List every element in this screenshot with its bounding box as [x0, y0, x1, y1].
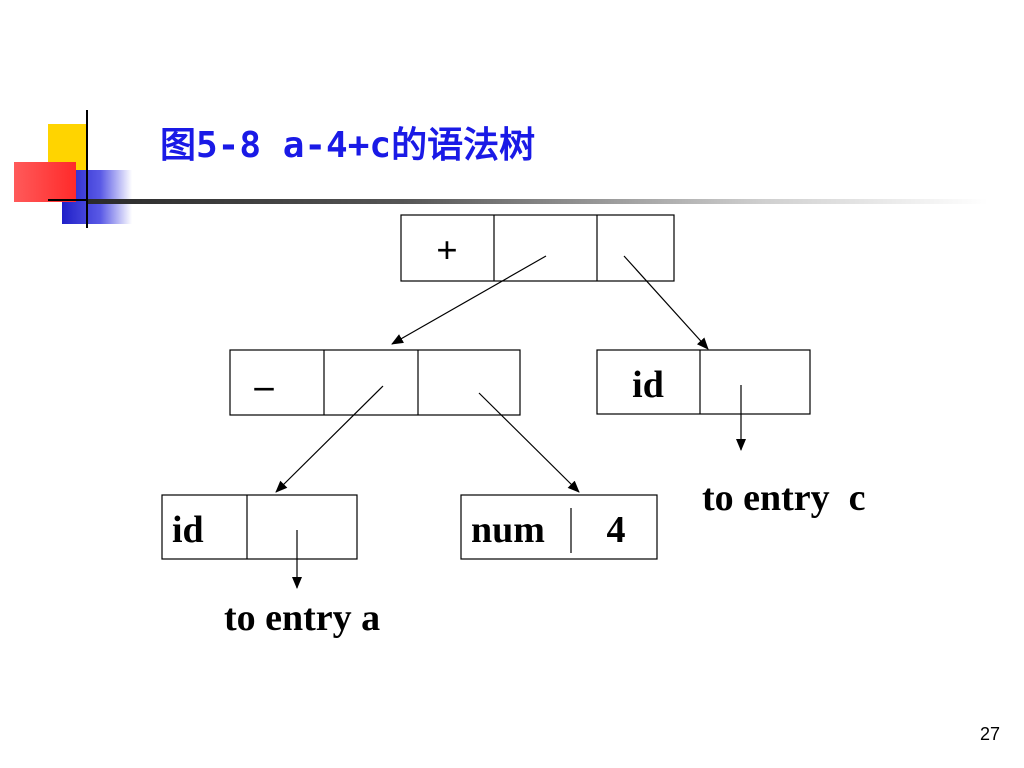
id-c-label: id [632, 364, 664, 406]
edge-plus-to-id-c [623, 255, 709, 350]
plus-node-box [400, 214, 675, 282]
plus-node: + [400, 214, 675, 282]
slide-title: 图5-8 a-4+c的语法树 [160, 125, 536, 166]
plus-operator: + [436, 230, 458, 272]
minus-operator: – [254, 365, 275, 407]
id-a-label: id [172, 509, 204, 551]
minus-node-box [229, 349, 521, 416]
id-a-node: id [161, 494, 358, 560]
ornament-horizontal-line [48, 199, 90, 201]
id-c-node: id [596, 349, 811, 415]
entry-c-annotation: to entry c [702, 477, 866, 519]
num-value: 4 [607, 509, 626, 551]
id-c-node-box [596, 349, 811, 415]
page-number: 27 [979, 724, 1000, 744]
ornament-vertical-line [86, 110, 88, 228]
title-underline-rule [88, 199, 988, 204]
entry-a-annotation: to entry a [224, 597, 380, 639]
edge-plus-to-minus [391, 255, 547, 345]
num-label: num [471, 509, 545, 551]
edge-minus-to-num [478, 392, 580, 493]
ornament-red-square [14, 162, 76, 202]
num-node-box [460, 494, 658, 560]
edge-minus-to-id-a [275, 385, 384, 493]
minus-node: – [229, 349, 521, 416]
id-a-node-box [161, 494, 358, 560]
num-node: num 4 [460, 494, 658, 560]
